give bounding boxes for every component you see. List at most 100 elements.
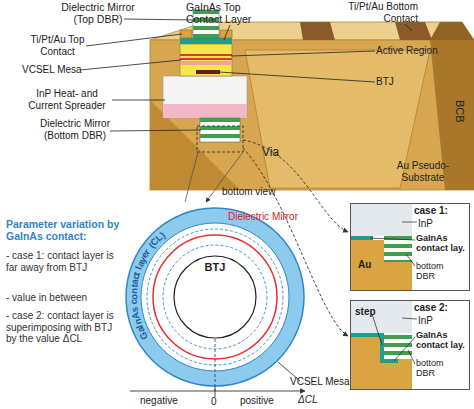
leader-line — [124, 19, 195, 20]
zero-reference-line — [215, 339, 216, 391]
au-region — [398, 359, 412, 363]
view-cone-line — [185, 152, 198, 202]
bcb-top — [430, 22, 474, 40]
bottom-contact-pad — [300, 22, 335, 40]
axis-label: negative — [140, 395, 178, 407]
axis-label: 0 — [211, 396, 217, 408]
btj-outline — [174, 256, 256, 338]
part-label: Dielectric Mirror (Top DBR) — [52, 1, 144, 25]
part-label: Au Pseudo-Substrate — [392, 160, 454, 183]
contact-layer-ring-outline — [125, 207, 305, 387]
case-title: case 1: — [414, 205, 468, 217]
layer-label: InP — [418, 218, 433, 230]
part-label: Active Region — [376, 45, 438, 57]
block-front-face — [150, 40, 474, 190]
inset-box: case 2:InPGaInAs contact lay.stepbottom … — [350, 300, 470, 390]
part-label: Dielectric Mirror (Bottom DBR) — [30, 118, 120, 141]
axis-label: ΔCL — [298, 394, 318, 406]
leader-line — [224, 25, 230, 40]
active-region-layer — [180, 54, 232, 56]
leader-line — [406, 254, 415, 266]
inset-border — [351, 204, 470, 291]
au-region — [380, 363, 412, 389]
dbr-stripe — [193, 34, 219, 38]
leader-line — [110, 130, 201, 131]
part-label: Ti/Pt/Au Top Contact — [30, 34, 85, 57]
part-label: InP Heat- and Current Spreader — [22, 88, 112, 111]
bottom-dbr — [384, 333, 412, 359]
dbr-stripe — [384, 351, 412, 355]
leader-line — [408, 350, 415, 364]
inset-border — [351, 301, 470, 390]
layer-label: GaInAs contact lay. — [416, 233, 470, 254]
case-title: case 2: — [414, 302, 468, 314]
arc-letter: n — [129, 287, 139, 294]
note-text: - case 1: contact layer is far away from… — [6, 250, 116, 273]
dbr-stripe — [200, 118, 240, 122]
part-label: GaInAs Top Contact Layer — [186, 1, 266, 25]
view-label: bottom view — [222, 186, 275, 198]
mirror-label: Dielectric Mirror — [228, 211, 298, 223]
leader-line — [112, 100, 165, 101]
delta-axis — [130, 391, 305, 392]
leader-line — [402, 318, 417, 319]
case-ring — [147, 229, 283, 365]
dbr-stripe — [384, 335, 412, 339]
note-text: - value in between — [6, 292, 121, 304]
btj-layer — [196, 70, 220, 74]
arc-letter: o — [129, 294, 139, 300]
leader-line — [231, 51, 375, 56]
inset-leaders — [370, 222, 417, 364]
leader-line — [219, 72, 375, 82]
inp-heat-spreader — [163, 76, 247, 118]
spreader-layer — [163, 104, 247, 118]
dbr-stripe — [384, 244, 412, 248]
btj-circle: BTJ — [173, 255, 257, 339]
bottom-contact-pad — [395, 22, 432, 40]
active-region-layer — [180, 58, 232, 60]
layer-label: GaInAs contact lay. — [416, 330, 470, 351]
dbr-stripe — [193, 26, 219, 30]
au-region — [351, 240, 384, 290]
inp-region — [351, 204, 412, 236]
leader-line — [402, 222, 417, 223]
layer-label: bottom DBR — [416, 358, 458, 379]
inset-box: case 1:InPGaInAs contact lay.Aubottom DB… — [350, 203, 470, 291]
dbr-stripe — [200, 134, 240, 138]
leader-line — [405, 24, 412, 31]
btj-label: BTJ — [173, 261, 257, 274]
layer-label: InP — [418, 315, 433, 327]
leader-line — [86, 34, 182, 46]
note-text: - case 2: contact layer is superimposing… — [6, 310, 124, 345]
au-region — [384, 262, 412, 290]
part-label: BTJ — [376, 76, 394, 88]
contact-ring-fill — [126, 208, 304, 386]
au-region — [351, 337, 380, 389]
dbr-stripe — [384, 260, 412, 262]
section-heading: Parameter variation by GaInAs contact: — [6, 218, 124, 242]
inp-region — [351, 301, 412, 333]
dielectric-mirror-ring — [153, 235, 277, 359]
dbr-stripe — [384, 252, 412, 256]
contact-layer-ring: BTJGaInAs contact layer (CL) — [125, 207, 305, 387]
leader-lines — [80, 19, 412, 381]
dbr-stripe — [200, 126, 240, 130]
mesa-body — [180, 44, 232, 76]
gainas-layer — [351, 236, 373, 240]
part-label: Ti/Pt/Au Bottom Contact — [340, 1, 418, 24]
part-label: BCB — [453, 100, 466, 123]
layer-label: Au — [358, 259, 371, 271]
zoom-frame — [197, 126, 243, 152]
ring-label: GaInAs contact layer (CL) — [125, 207, 305, 387]
arc-letter: c — [129, 299, 139, 305]
part-label: VCSEL Mesa — [290, 376, 350, 388]
leader-line — [370, 238, 415, 240]
axis-label: positive — [240, 395, 274, 407]
inner-disc — [141, 223, 289, 371]
bottom-dbr — [200, 118, 240, 142]
part-label: Via — [262, 146, 279, 160]
